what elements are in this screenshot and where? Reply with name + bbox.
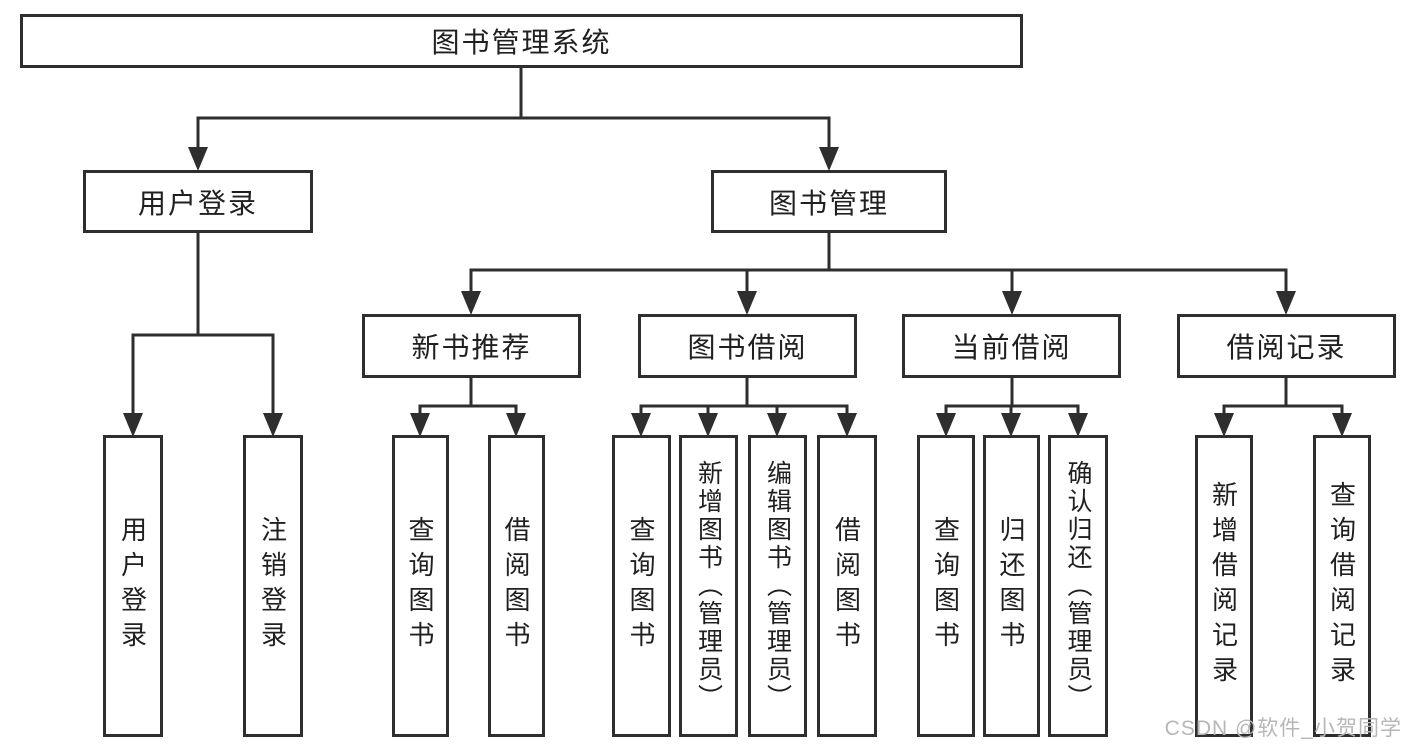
leaf-query-books-current: 查询图书 <box>917 435 975 737</box>
node-label: 借阅图书 <box>501 516 531 656</box>
leaf-borrow-books-recommend: 借阅图书 <box>488 435 545 737</box>
csdn-watermark: CSDN @软件_小贺同学 <box>1164 717 1402 740</box>
node-label: 借阅记录 <box>1226 332 1347 363</box>
node-label: 借阅图书 <box>831 516 862 656</box>
leaf-add-borrow-record: 新增借阅记录 <box>1195 435 1253 737</box>
node-label: 注销登录 <box>257 516 288 656</box>
node-label: 查询图书 <box>626 516 656 656</box>
node-label: 查询图书 <box>930 516 961 656</box>
leaf-query-books-recommend: 查询图书 <box>392 435 449 737</box>
node-book-borrow: 图书借阅 <box>638 314 857 378</box>
node-label: 用户登录 <box>117 516 148 656</box>
node-label: 编辑图书（管理员） <box>763 460 792 712</box>
node-borrow-records: 借阅记录 <box>1177 314 1396 378</box>
leaf-user-login: 用户登录 <box>103 435 163 737</box>
node-root-book-management-system: 图书管理系统 <box>20 14 1023 68</box>
node-label: 确认归还（管理员） <box>1064 460 1092 712</box>
node-book-management: 图书管理 <box>711 170 947 233</box>
leaf-logout-login: 注销登录 <box>243 435 303 737</box>
leaf-return-book: 归还图书 <box>983 435 1040 737</box>
node-new-book-recommend: 新书推荐 <box>362 314 581 378</box>
arrowheads <box>123 147 1352 437</box>
node-label: 归还图书 <box>996 516 1026 656</box>
leaf-query-borrow-record: 查询借阅记录 <box>1313 435 1371 737</box>
node-label: 图书管理系统 <box>431 27 612 58</box>
leaf-add-book-admin: 新增图书（管理员） <box>679 435 738 737</box>
leaf-borrow-books-borrow: 借阅图书 <box>817 435 877 737</box>
leaf-edit-book-admin: 编辑图书（管理员） <box>748 435 807 737</box>
leaf-confirm-return-admin: 确认归还（管理员） <box>1048 435 1108 737</box>
node-label: 图书管理 <box>768 187 889 219</box>
node-label: 当前借阅 <box>951 332 1072 363</box>
node-user-login: 用户登录 <box>83 170 313 233</box>
node-current-borrow: 当前借阅 <box>902 314 1121 378</box>
node-label: 新书推荐 <box>411 332 532 363</box>
node-label: 新增借阅记录 <box>1208 481 1239 691</box>
node-label: 新增图书（管理员） <box>694 460 723 712</box>
node-label: 查询借阅记录 <box>1326 481 1357 691</box>
leaf-query-books-borrow: 查询图书 <box>612 435 671 737</box>
node-label: 查询图书 <box>405 516 435 656</box>
node-label: 图书借阅 <box>687 332 808 363</box>
node-label: 用户登录 <box>137 187 258 219</box>
